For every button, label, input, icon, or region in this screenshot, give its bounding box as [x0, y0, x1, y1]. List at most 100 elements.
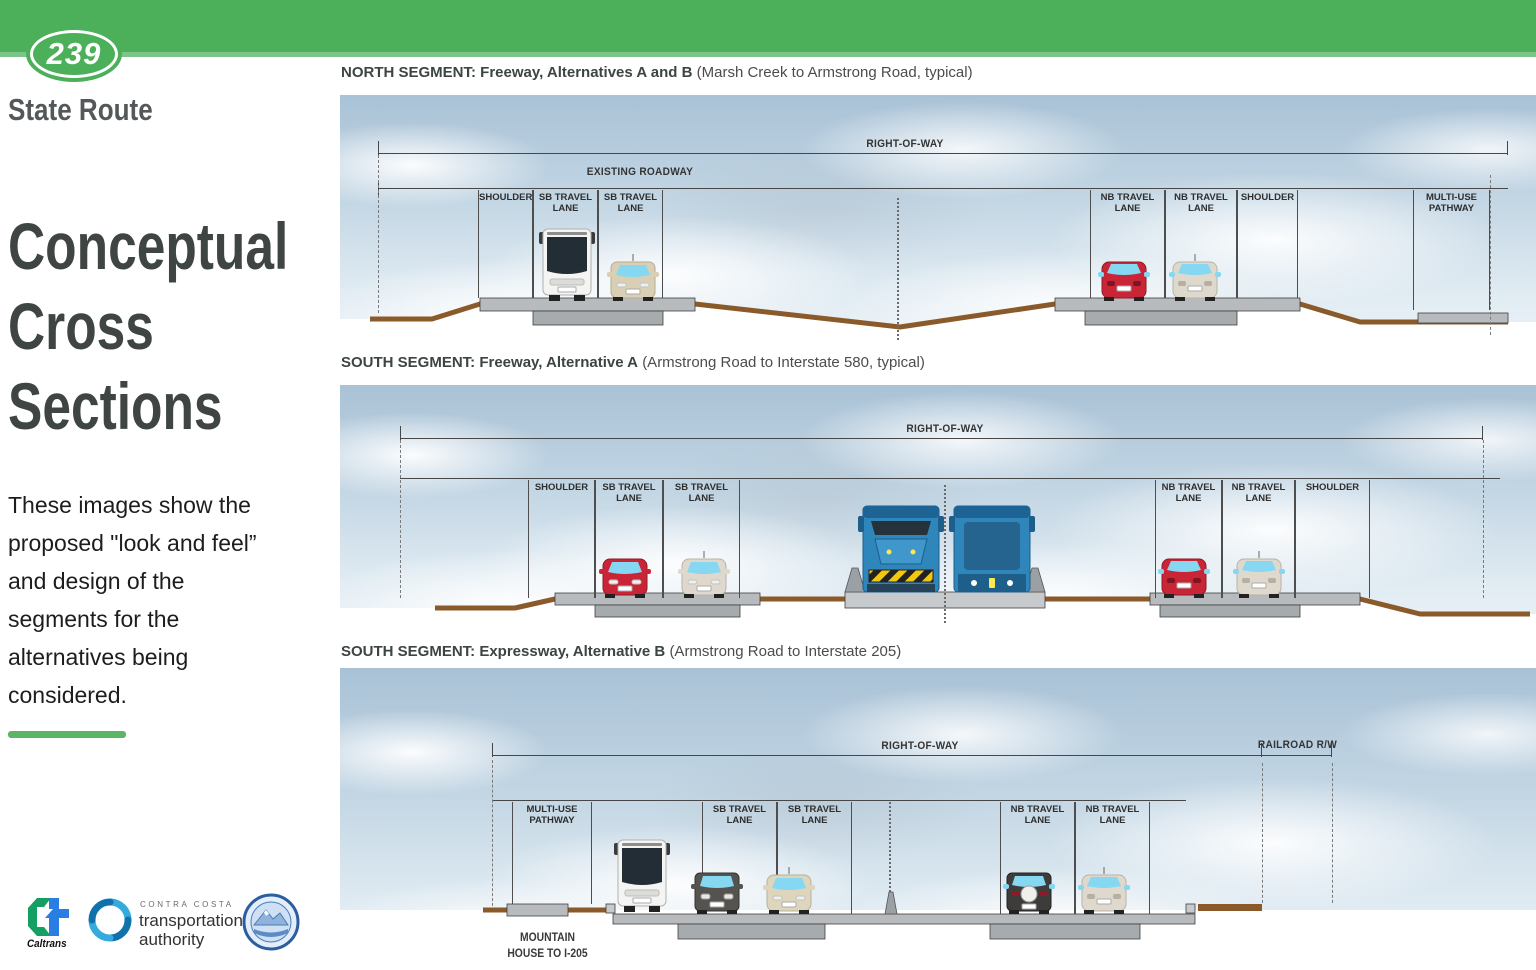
- lane-nb-travel-2: NB TRAVEL LANE: [1165, 190, 1237, 298]
- dim-tick: [378, 141, 379, 155]
- centerline-dotted: [889, 802, 891, 892]
- ccta-name-line-2: authority: [139, 930, 205, 949]
- row-dimension-line: [378, 153, 1508, 154]
- dim-tick: [1482, 426, 1483, 440]
- car-icon: [763, 867, 815, 914]
- lane-multiuse-pathway: MULTI-USE PATHWAY: [512, 802, 592, 904]
- paragraph-line: These images show the: [8, 492, 251, 518]
- dim-tick: [492, 743, 493, 757]
- heading-paren: (Armstrong Road to Interstate 580, typic…: [642, 354, 925, 371]
- lane-multiuse-pathway: MULTI-USE PATHWAY: [1413, 190, 1490, 310]
- car-icon: [1233, 551, 1285, 598]
- county-seal: [242, 893, 300, 951]
- right-of-way-label: RIGHT-OF-WAY: [881, 740, 959, 752]
- locomotive-icon: [949, 505, 1035, 593]
- page-title: Conceptual Cross Sections: [8, 206, 288, 446]
- railroad-dimension-line: [1262, 755, 1332, 756]
- dim-tick: [1261, 743, 1262, 757]
- lane-sb-travel-2: SB TRAVEL LANE: [777, 802, 852, 914]
- locomotive-icon: [858, 505, 944, 593]
- lane-nb-travel-2: NB TRAVEL LANE: [1222, 480, 1295, 598]
- caltrans-wordmark: Caltrans: [27, 938, 67, 950]
- heading-paren: (Marsh Creek to Armstrong Road, typical): [696, 64, 973, 81]
- car-icon: [1078, 867, 1130, 914]
- suv-icon: [691, 872, 743, 914]
- row-edge-dashed-left: [378, 155, 379, 313]
- route-number: 239: [46, 36, 102, 71]
- car-icon: [1169, 254, 1221, 301]
- cross-section-north: RIGHT-OF-WAY EXISTING ROADWAY SHOULDER S…: [340, 95, 1536, 345]
- ccta-name-line-1: transportation: [139, 911, 243, 930]
- terrain-drawing: [340, 891, 1536, 970]
- bus-icon: [539, 228, 595, 301]
- route-shield-ring: [30, 30, 118, 78]
- suv-icon: [1003, 872, 1055, 914]
- lane-dimension-line: [400, 478, 1500, 479]
- lane-sb-travel-1: SB TRAVEL LANE: [595, 480, 663, 598]
- lane-shoulder-sb: SHOULDER: [528, 480, 595, 598]
- lane-shoulder-nb: SHOULDER: [1295, 480, 1370, 598]
- car-icon: [1098, 261, 1150, 301]
- heading-bold: NORTH SEGMENT: Freeway, Alternatives A a…: [341, 64, 693, 81]
- paragraph-line: alternatives being: [8, 644, 189, 670]
- lane-shoulder-sb: SHOULDER: [478, 190, 533, 298]
- route-shield-badge: 239: [26, 26, 122, 82]
- car-icon: [678, 551, 730, 598]
- lane-nb-travel-2: NB TRAVEL LANE: [1075, 802, 1150, 914]
- row-edge-dashed-left: [492, 760, 493, 906]
- row-dimension-line: [492, 755, 1262, 756]
- paragraph-line: and design of the: [8, 568, 185, 594]
- van-icon: [607, 254, 659, 301]
- railroad-rw-label: RAILROAD R/W: [1257, 739, 1338, 751]
- dim-tick: [1507, 141, 1508, 155]
- centerline-dotted: [944, 485, 946, 623]
- dim-tick: [1331, 743, 1332, 757]
- lane-sb-travel-1: SB TRAVEL LANE: [702, 802, 777, 914]
- dim-tick: [400, 426, 401, 440]
- green-divider: [8, 731, 126, 738]
- title-line-3: Sections: [8, 369, 223, 443]
- ccta-eyebrow: CONTRA COSTA: [140, 900, 234, 909]
- terrain-drawing: [340, 297, 1536, 345]
- row-edge-dashed-right: [1490, 175, 1491, 335]
- section-heading-north: NORTH SEGMENT: Freeway, Alternatives A a…: [341, 64, 973, 81]
- mountain-house-label: MOUNTAIN HOUSE TO I-205: [505, 930, 591, 962]
- lane-sb-travel-2: SB TRAVEL LANE: [663, 480, 740, 598]
- railroad-edge-dashed-1: [1262, 763, 1263, 903]
- mountain-house-line-2: HOUSE TO I-205: [507, 948, 588, 961]
- heading-bold: SOUTH SEGMENT: Freeway, Alternative A: [341, 354, 639, 371]
- lane-dimension-line: [492, 800, 1186, 801]
- cross-section-south-b: RIGHT-OF-WAY RAILROAD R/W MULTI-USE PATH…: [340, 668, 1536, 970]
- paragraph-line: proposed "look and feel”: [8, 530, 257, 556]
- terrain-drawing: [340, 567, 1536, 635]
- section-heading-south-a: SOUTH SEGMENT: Freeway, Alternative A (A…: [341, 354, 925, 371]
- row-edge-dashed-right: [1483, 440, 1484, 598]
- car-icon: [599, 558, 651, 598]
- intro-paragraph: These images show the proposed "look and…: [8, 486, 257, 714]
- centerline-dotted: [897, 198, 899, 340]
- lane-dimension-line: [378, 188, 1508, 189]
- top-green-bar: [0, 0, 1536, 57]
- right-of-way-label: RIGHT-OF-WAY: [866, 138, 944, 150]
- lane-sb-travel-2: SB TRAVEL LANE: [598, 190, 663, 298]
- cross-section-south-a: RIGHT-OF-WAY SHOULDER SB TRAVEL LANE SB …: [340, 385, 1536, 635]
- lane-nb-travel-1: NB TRAVEL LANE: [1000, 802, 1075, 914]
- title-line-1: Conceptual: [8, 209, 289, 283]
- lane-nb-travel-1: NB TRAVEL LANE: [1090, 190, 1165, 298]
- section-heading-south-b: SOUTH SEGMENT: Expressway, Alternative B…: [341, 643, 901, 660]
- paragraph-line: segments for the: [8, 606, 180, 632]
- mountain-house-line-1: MOUNTAIN: [519, 932, 576, 944]
- row-edge-dashed-left: [400, 440, 401, 598]
- lane-nb-travel-1: NB TRAVEL LANE: [1155, 480, 1222, 598]
- caltrans-logo: [28, 898, 69, 936]
- bus-icon: [614, 839, 670, 912]
- title-line-2: Cross: [8, 289, 154, 363]
- ccta-swirl-logo: [88, 898, 132, 942]
- row-dimension-line: [400, 438, 1483, 439]
- existing-roadway-label: EXISTING ROADWAY: [586, 166, 694, 178]
- car-icon: [1158, 558, 1210, 598]
- heading-paren: (Armstrong Road to Interstate 205): [669, 643, 902, 660]
- lane-shoulder-nb: SHOULDER: [1237, 190, 1298, 298]
- lane-sb-travel-1: SB TRAVEL LANE: [533, 190, 598, 298]
- route-label: State Route: [8, 92, 153, 127]
